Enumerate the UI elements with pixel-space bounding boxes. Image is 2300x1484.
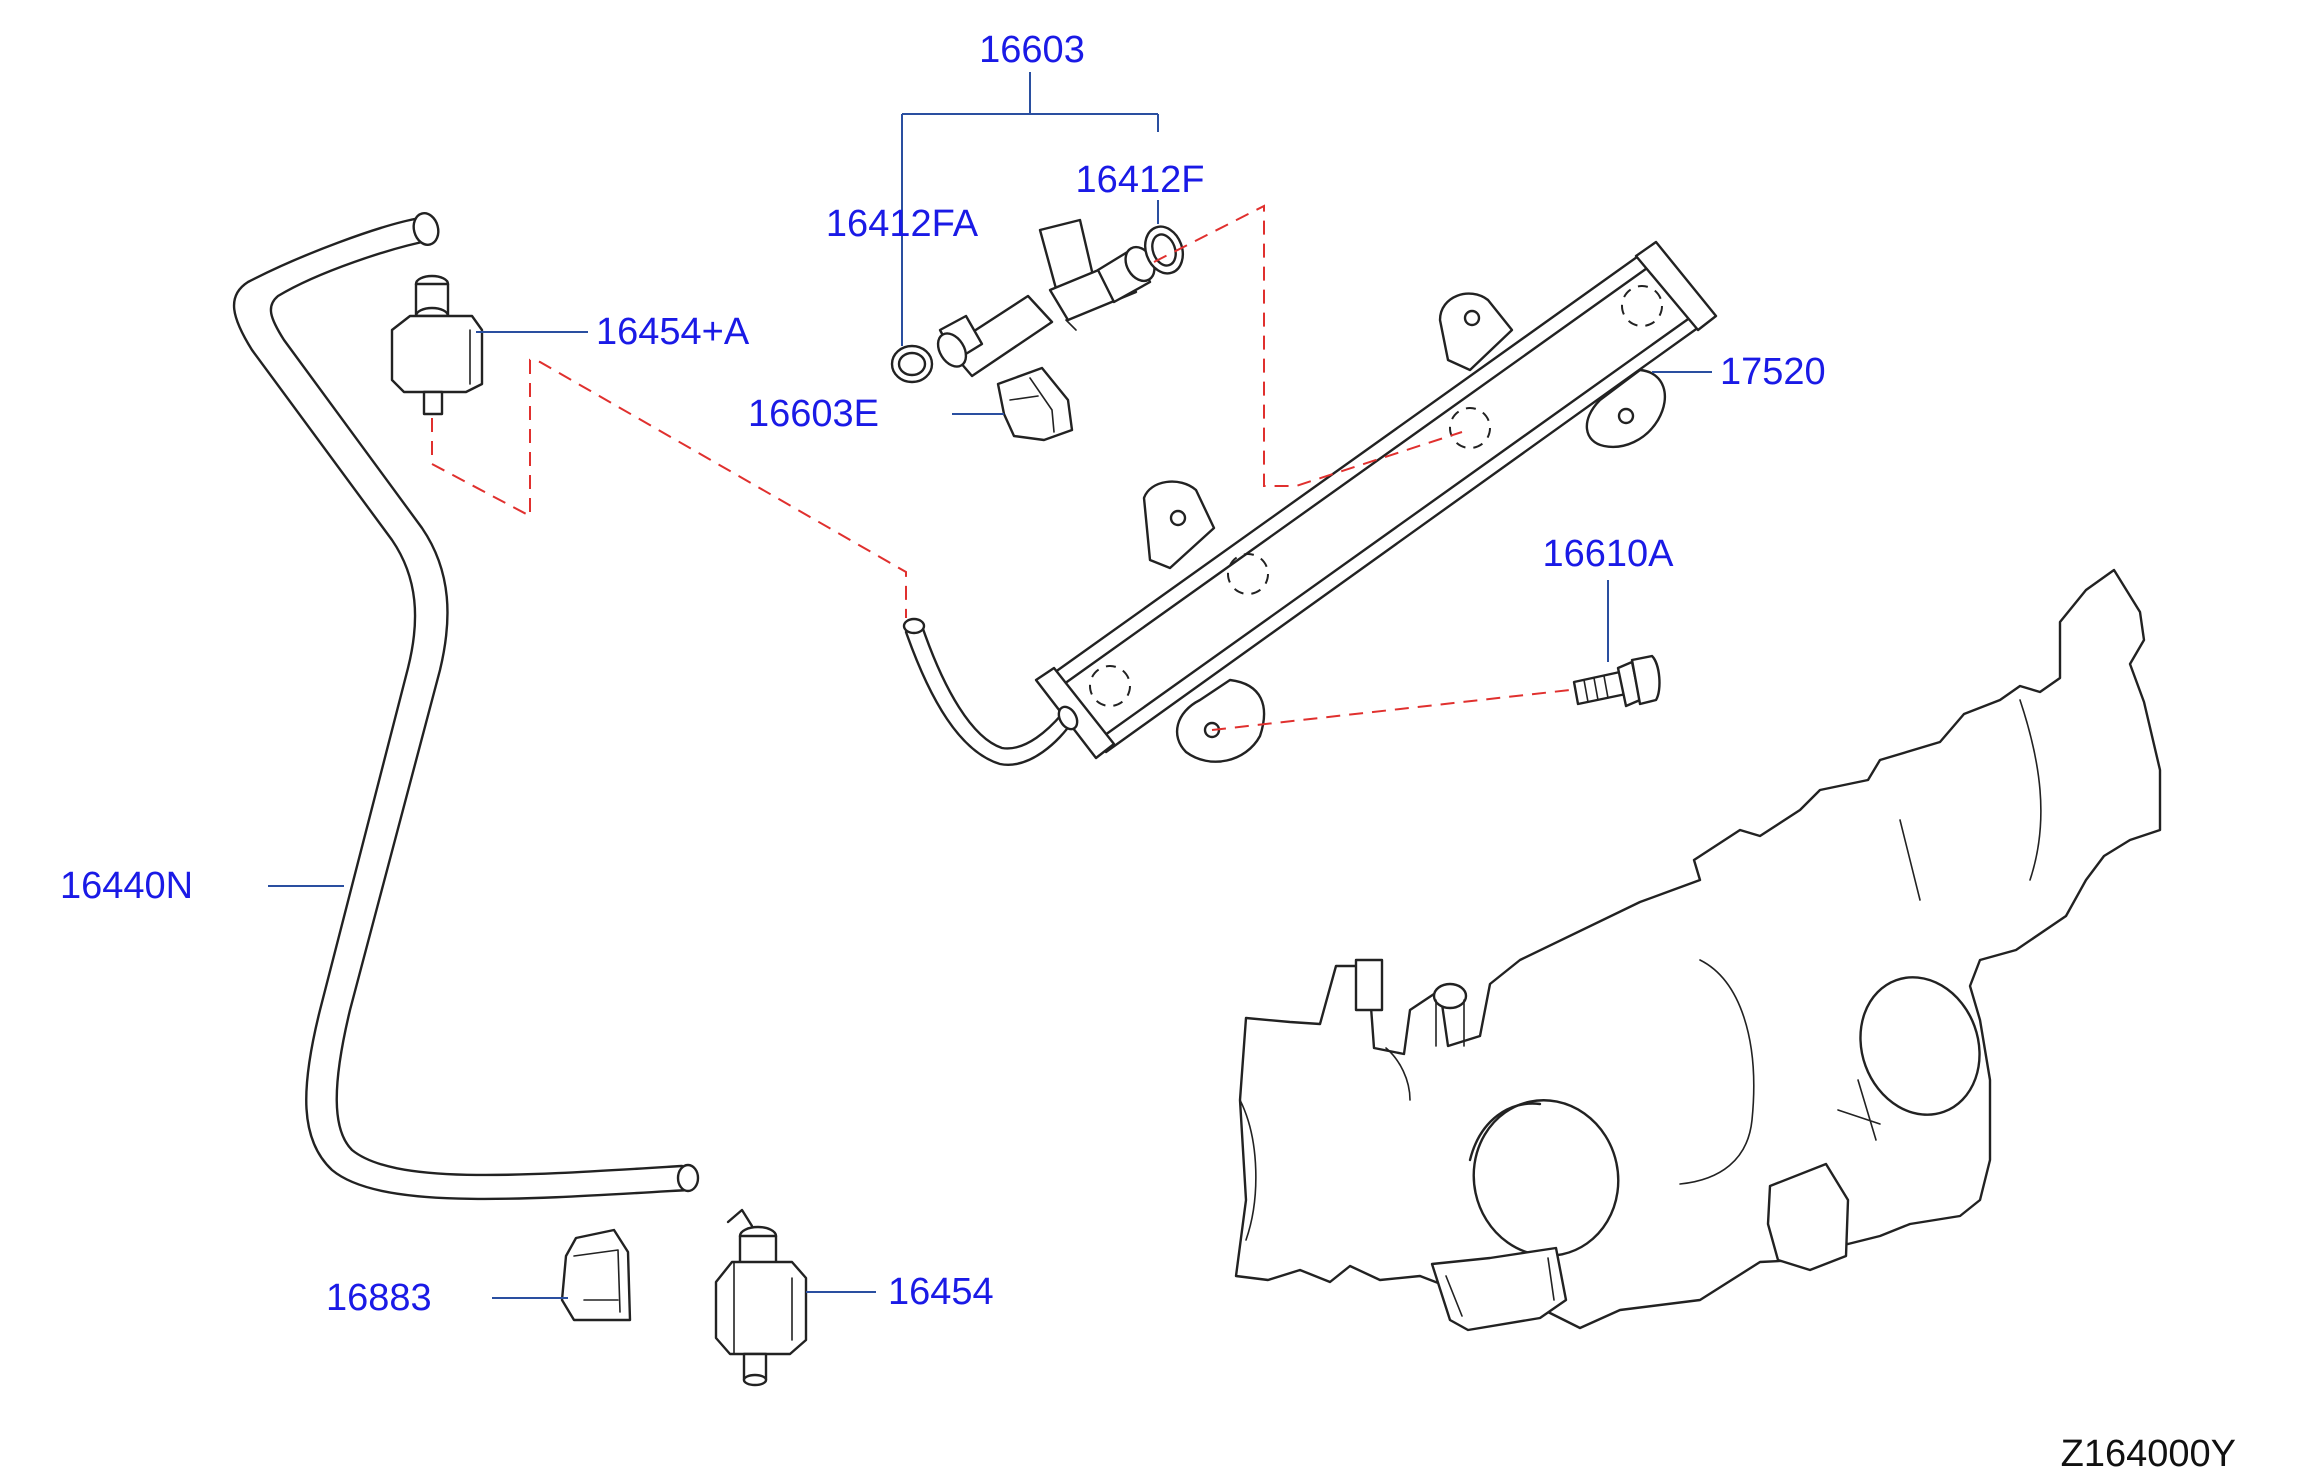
fuel-rail-17520[interactable] xyxy=(902,240,1718,766)
callout-16440n: 16440N xyxy=(60,865,193,907)
fuel-injector-16603[interactable] xyxy=(932,218,1160,378)
callout-16412fa: 16412FA xyxy=(826,203,979,245)
leader-lines xyxy=(268,72,1712,1299)
intake-manifold xyxy=(1234,568,2162,1332)
callout-16412f: 16412F xyxy=(1076,159,1205,201)
callout-16610a: 16610A xyxy=(1542,533,1674,575)
callout-17520: 17520 xyxy=(1720,351,1826,393)
callout-16454a: 16454+A xyxy=(596,311,750,353)
injector-clip-16603e[interactable] xyxy=(996,366,1074,442)
callout-16603e: 16603E xyxy=(748,393,879,435)
assembly-lines xyxy=(431,204,1571,731)
hose-clip-16883[interactable] xyxy=(560,1228,632,1322)
o-ring-16412fa[interactable] xyxy=(890,344,934,384)
callout-16883: 16883 xyxy=(326,1277,432,1319)
callout-16454: 16454 xyxy=(888,1271,994,1313)
fuel-damper-16454a[interactable] xyxy=(390,274,484,416)
callout-16603: 16603 xyxy=(979,29,1085,71)
fuel-damper-16454[interactable] xyxy=(714,1208,808,1387)
diagram-code: Z164000Y xyxy=(2061,1433,2236,1475)
bolt-16610a[interactable] xyxy=(1572,654,1661,708)
fuel-hose-16440n[interactable] xyxy=(232,210,700,1201)
